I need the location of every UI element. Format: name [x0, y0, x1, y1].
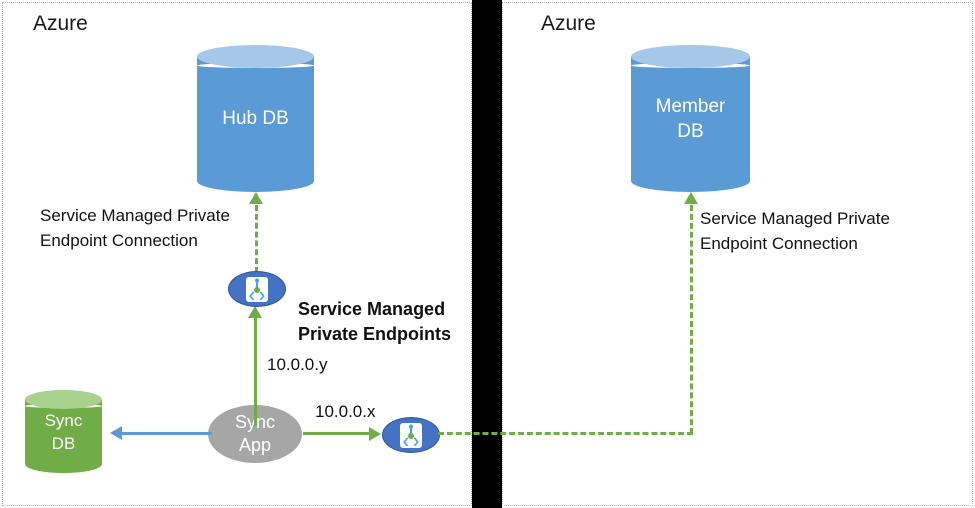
sync-db-label: Sync DB — [44, 410, 83, 453]
cross-region-dashed-horizontal — [438, 432, 693, 435]
endpoints-title: Service Managed Private Endpoints — [298, 299, 452, 344]
hub-db-cylinder[interactable]: Hub DB — [197, 45, 314, 192]
hub-db-body — [197, 56, 314, 181]
sync-db-body — [25, 399, 102, 464]
cross-region-dashed-vertical — [690, 205, 693, 434]
member-db-label: Member DB — [655, 95, 726, 142]
private-endpoint-icon — [400, 422, 422, 448]
sync-db-cylinder[interactable]: Sync DB — [25, 390, 102, 473]
hub-endpoint-dashed-line — [255, 205, 258, 273]
panel-label-right: Azure — [541, 12, 596, 35]
private-endpoint-glyph — [249, 278, 265, 300]
private-endpoint-glyph — [403, 424, 419, 446]
hub-db-arrowhead — [249, 192, 263, 204]
hub-connection-note: Service Managed Private Endpoint Connect… — [40, 206, 230, 250]
hub-db-top-ellipse — [197, 45, 314, 68]
syncapp-to-syncdb-line — [122, 432, 212, 435]
sync-db-top-ellipse — [25, 390, 102, 409]
syncdb-arrowhead — [110, 426, 122, 440]
member-connection-note: Service Managed Private Endpoint Connect… — [700, 209, 890, 253]
private-endpoint-icon — [246, 276, 268, 302]
hub-endpoint-arrowhead — [248, 306, 262, 318]
ip-label-y: 10.0.0.y — [267, 355, 328, 374]
member-db-cylinder[interactable]: Member DB — [631, 45, 750, 192]
panel-label-left: Azure — [33, 12, 88, 35]
endpoint-member-node[interactable] — [382, 417, 440, 453]
member-db-top-ellipse — [631, 45, 750, 68]
endpoint-hub-node[interactable] — [228, 271, 286, 307]
syncapp-to-member-endpoint-line — [303, 432, 371, 435]
member-db-arrowhead — [684, 192, 698, 204]
syncapp-to-hub-endpoint-line — [254, 318, 257, 426]
hub-db-label: Hub DB — [222, 108, 289, 129]
ip-label-x: 10.0.0.x — [315, 402, 376, 421]
panel-left-azure — [2, 2, 472, 506]
member-endpoint-arrowhead — [369, 427, 381, 441]
region-divider — [472, 0, 502, 508]
member-db-body — [631, 56, 750, 181]
panel-right-azure — [502, 2, 973, 506]
